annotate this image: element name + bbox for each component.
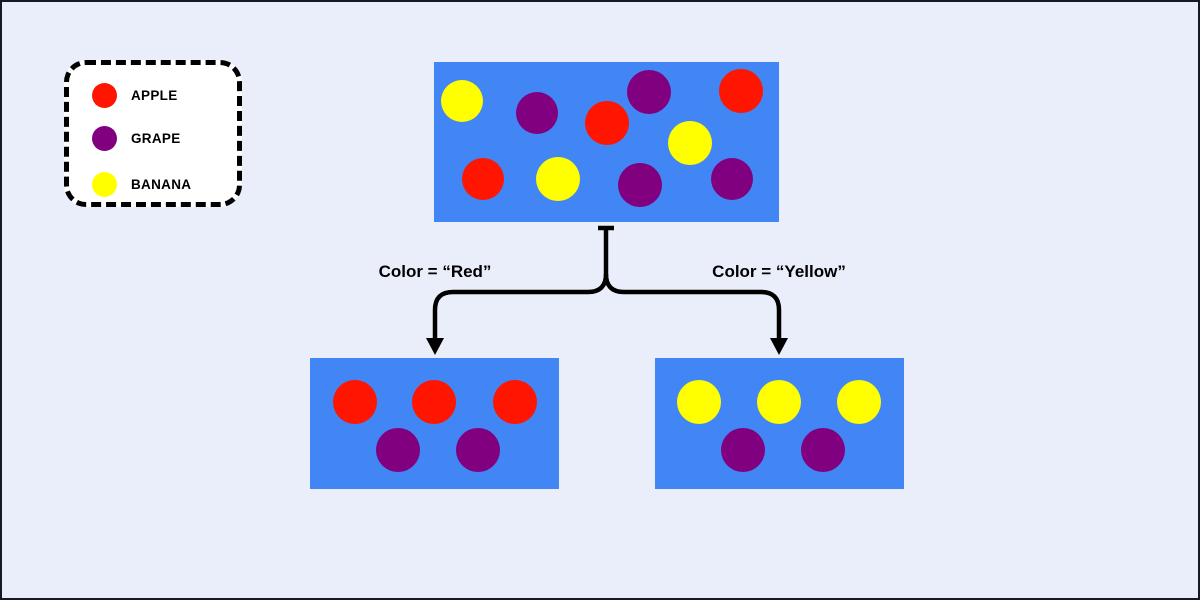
- banana-dot: [441, 80, 483, 122]
- apple-dot: [462, 158, 504, 200]
- grape-dot: [376, 428, 420, 472]
- legend-item-apple: APPLE: [69, 82, 237, 110]
- grape-dot: [627, 70, 671, 114]
- apple-dot: [493, 380, 537, 424]
- apple-dot: [719, 69, 763, 113]
- grape-dot: [711, 158, 753, 200]
- banana-dot: [757, 380, 801, 424]
- apple-dot: [585, 101, 629, 145]
- legend-item-grape: GRAPE: [69, 125, 237, 153]
- legend-item-label: BANANA: [131, 177, 192, 192]
- banana-dot: [677, 380, 721, 424]
- arrowhead: [426, 338, 444, 355]
- grape-dot: [456, 428, 500, 472]
- left-branch-label: Color = “Red”: [378, 262, 492, 281]
- purple-circle-icon: [92, 126, 117, 151]
- right-child-node[interactable]: [655, 358, 904, 489]
- right-branch-label: Color = “Yellow”: [712, 262, 846, 281]
- grape-dot: [516, 92, 558, 134]
- apple-dot: [333, 380, 377, 424]
- apple-dot: [412, 380, 456, 424]
- banana-dot: [668, 121, 712, 165]
- connector-segment: [603, 273, 782, 338]
- banana-dot: [837, 380, 881, 424]
- legend-item-banana: BANANA: [69, 171, 237, 199]
- grape-dot: [801, 428, 845, 472]
- grape-dot: [721, 428, 765, 472]
- legend-panel: APPLE GRAPE BANANA: [64, 60, 242, 207]
- red-circle-icon: [92, 83, 117, 108]
- yellow-circle-icon: [92, 172, 117, 197]
- banana-dot: [536, 157, 580, 201]
- left-child-node[interactable]: [310, 358, 559, 489]
- connector-segment: [432, 273, 609, 338]
- legend-item-label: APPLE: [131, 88, 178, 103]
- arrowhead: [770, 338, 788, 355]
- legend-item-label: GRAPE: [131, 131, 181, 146]
- grape-dot: [618, 163, 662, 207]
- root-node[interactable]: [434, 62, 779, 222]
